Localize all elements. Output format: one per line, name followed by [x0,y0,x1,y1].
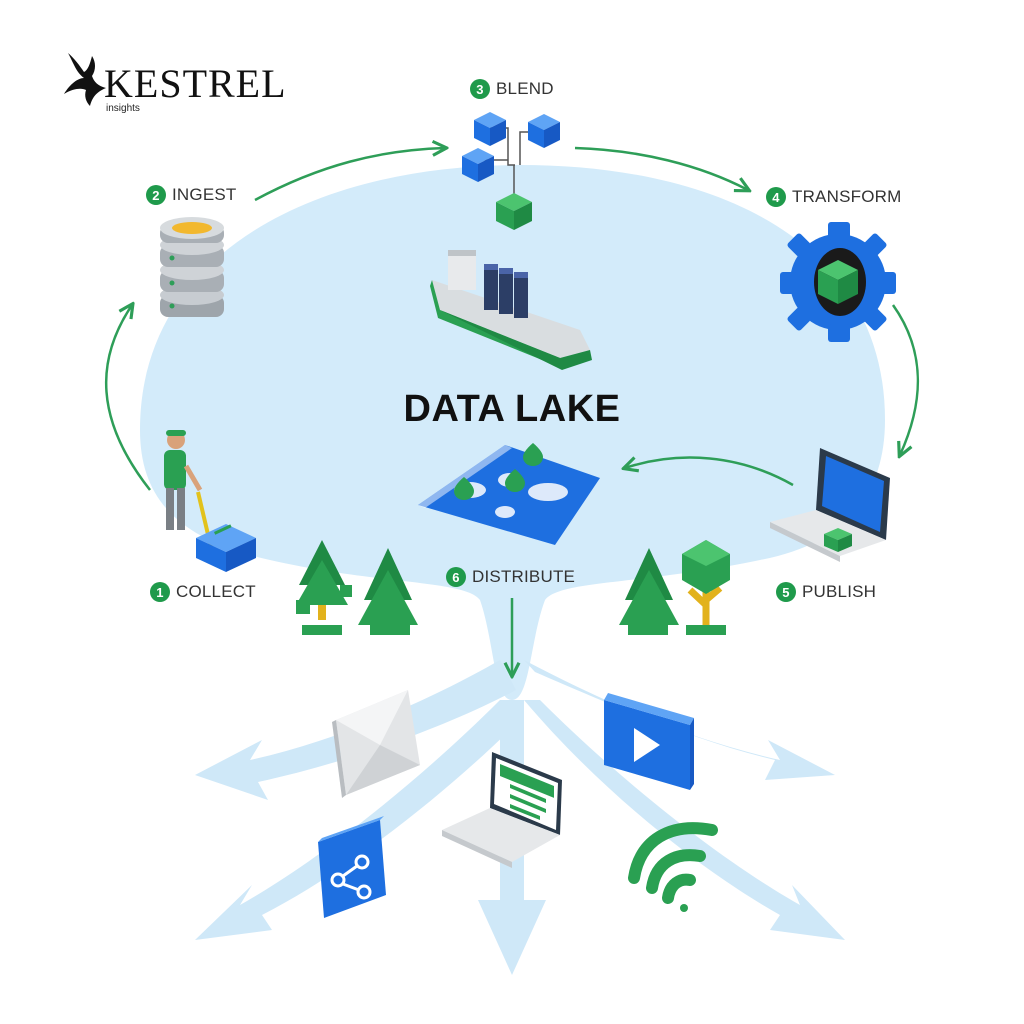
cycle-arrows [104,146,920,675]
laptop-icon [442,752,562,868]
data-lake-title: DATA LAKE [403,388,621,430]
trees-left-icon [296,540,418,635]
step-number-badge: 6 [446,567,466,587]
step-label-text: DISTRIBUTE [472,567,576,586]
wifi-icon [628,822,718,912]
transform-gear-icon [780,222,896,342]
blend-cubes-icon [462,112,560,230]
world-map-icon [418,443,600,545]
worker-with-box-icon [164,430,256,572]
kestrel-logo: KESTREL insights [62,48,302,118]
step-number-badge: 3 [470,79,490,99]
step-label-text: INGEST [172,185,237,204]
trees-right-icon [619,540,730,635]
step-number-badge: 1 [150,582,170,602]
arrow-ingest-blend [254,148,445,202]
step-blend: 3 BLEND [470,79,554,99]
step-label-text: PUBLISH [802,582,877,601]
arrow-transform-publish [891,304,920,455]
database-stack-icon [160,217,224,317]
arrow-blend-transform [574,146,748,190]
step-collect: 1 COLLECT [150,582,256,602]
step-number-badge: 5 [776,582,796,602]
step-label-text: TRANSFORM [792,187,902,206]
video-play-icon [604,693,694,790]
share-icon [318,816,386,918]
step-number-badge: 2 [146,185,166,205]
step-publish: 5 PUBLISH [776,582,876,602]
step-number-badge: 4 [766,187,786,207]
envelope-icon [332,690,420,798]
logo-wordmark: KESTREL [104,61,287,106]
step-label-text: BLEND [496,79,554,98]
kestrel-bird-icon [64,53,106,106]
logo-tagline: insights [106,103,140,114]
cargo-ship-icon [430,250,592,370]
step-label-text: COLLECT [176,582,256,601]
step-distribute: 6 DISTRIBUTE [446,567,575,587]
publish-laptop-icon [770,448,890,562]
step-transform: 4 TRANSFORM [766,187,901,207]
step-ingest: 2 INGEST [146,185,237,205]
arrow-collect-ingest [104,305,151,491]
arrow-publish-lake [625,456,794,487]
